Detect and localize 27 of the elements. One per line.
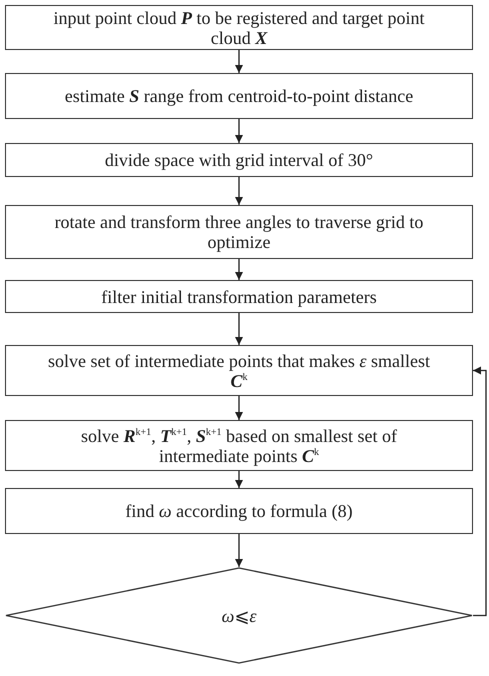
arrow bbox=[235, 119, 243, 143]
step-text: filter initial transformation parameters bbox=[100, 286, 378, 306]
condition-text: ω⩽ε bbox=[220, 606, 258, 626]
step-text: input point cloud P to be registered and target point cloud X bbox=[52, 8, 426, 48]
step-text: divide space with grid interval of 30° bbox=[104, 150, 374, 170]
process-box bbox=[5, 205, 473, 259]
process-box bbox=[5, 345, 473, 396]
step-text: estimate S range from centroid-to-point distance bbox=[64, 86, 414, 106]
step-text: solve R$^{k+1}$, T$^{k+1}$, S$^{k+1}$ based on smallest set of intermediate points C$^{k}$ bbox=[80, 426, 398, 466]
decision-diamond bbox=[5, 567, 473, 664]
process-box bbox=[5, 488, 473, 534]
arrow bbox=[235, 259, 243, 280]
process-box bbox=[5, 5, 473, 50]
process-box bbox=[5, 143, 473, 177]
arrow bbox=[235, 313, 243, 345]
process-box bbox=[5, 280, 473, 313]
step-text: solve set of intermediate points that makes ε smallest C$^{k}$ bbox=[46, 350, 432, 390]
step-text: find ω according to formula (8) bbox=[124, 501, 354, 521]
arrow bbox=[235, 177, 243, 205]
arrow bbox=[235, 471, 243, 488]
arrow bbox=[235, 396, 243, 420]
step-text: rotate and transform three angles to traverse grid to optimize bbox=[54, 212, 424, 252]
process-box bbox=[5, 420, 473, 471]
process-box bbox=[5, 73, 473, 119]
arrow bbox=[235, 534, 243, 567]
arrow bbox=[235, 50, 243, 73]
arrow bbox=[473, 366, 487, 616]
